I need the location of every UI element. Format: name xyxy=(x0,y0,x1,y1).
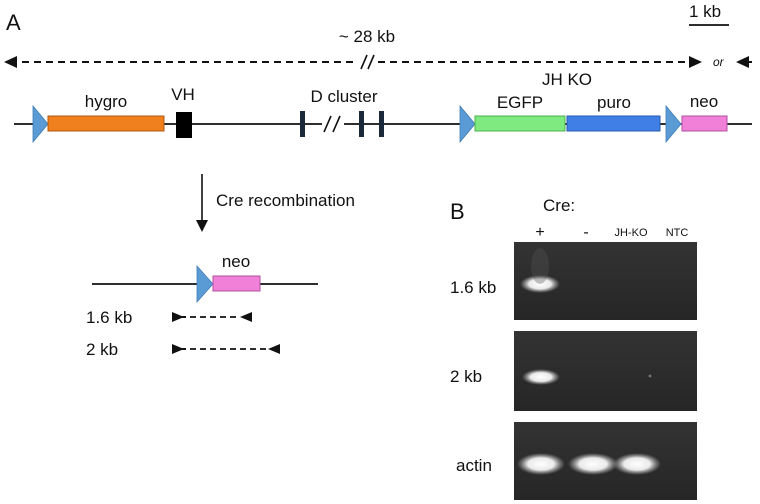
hygro-label: hygro xyxy=(85,92,128,111)
neo-product-label: neo xyxy=(222,252,250,271)
d-cluster-label: D cluster xyxy=(310,87,377,106)
neo-label: neo xyxy=(690,92,718,111)
hygro-cassette xyxy=(47,115,165,132)
lane-label-plus: + xyxy=(535,224,544,241)
lane-label-jhko: JH-KO xyxy=(615,227,648,239)
band-1-lane-1 xyxy=(520,275,560,293)
jh-ko-label: JH KO xyxy=(542,70,592,89)
band-3-lane-1 xyxy=(517,453,565,475)
alt-end-label: or xyxy=(713,55,725,69)
gel-row-3: actin xyxy=(456,422,697,500)
gel-row-label-1: 1.6 kb xyxy=(450,278,496,297)
loxp-site-1 xyxy=(32,104,49,144)
right-arrowhead xyxy=(689,56,702,68)
egfp-label: EGFP xyxy=(497,93,543,112)
band-3-lane-2 xyxy=(568,453,618,475)
band-3-lane-3 xyxy=(613,453,661,475)
cre-header: Cre: xyxy=(543,196,575,215)
neo-cassette xyxy=(681,115,728,132)
speck-2 xyxy=(648,374,652,378)
loxp-site-product xyxy=(196,264,214,304)
puro-label: puro xyxy=(597,93,631,112)
alt-arrowhead xyxy=(736,56,749,68)
scale-bar: 1 kb xyxy=(689,2,729,26)
recombination-step: Cre recombination xyxy=(196,174,355,232)
left-arrowhead xyxy=(4,56,17,68)
vh-label: VH xyxy=(171,85,195,104)
primer-reverse-icon-2 xyxy=(268,344,280,354)
pcr-product-label-1: 1.6 kb xyxy=(86,308,132,327)
gel-row-2: 2 kb xyxy=(450,331,697,411)
d-segment-1 xyxy=(300,111,305,137)
targeting-construct: hygro VH D cluster EGFP puro JH KO neo xyxy=(14,70,752,144)
panel-a-label: A xyxy=(6,10,21,35)
pcr-product-label-2: 2 kb xyxy=(86,340,118,359)
panel-b-label: B xyxy=(450,199,465,224)
d-segment-2 xyxy=(359,111,364,137)
span-label: ~ 28 kb xyxy=(339,27,395,46)
loxp-site-3 xyxy=(665,104,682,144)
d-segment-3 xyxy=(379,111,384,137)
down-arrow-icon xyxy=(196,220,208,232)
puro-cassette xyxy=(566,115,661,132)
vh-segment xyxy=(176,112,192,138)
recombined-allele: neo xyxy=(92,252,318,304)
neo-cassette-product xyxy=(212,275,261,292)
cre-step-label: Cre recombination xyxy=(216,191,355,210)
gel-row-1: 1.6 kb xyxy=(450,242,697,320)
gel-row-label-2: 2 kb xyxy=(450,367,482,386)
loxp-site-2 xyxy=(459,104,476,144)
band-2-lane-1 xyxy=(522,369,560,385)
span-line: ~ 28 kb or xyxy=(4,27,752,70)
pcr-products: 1.6 kb 2 kb xyxy=(86,308,280,359)
scale-bar-label: 1 kb xyxy=(689,2,721,21)
gel-row-label-3: actin xyxy=(456,456,492,475)
lane-label-ntc: NTC xyxy=(666,227,689,239)
primer-reverse-icon xyxy=(240,312,252,322)
band-1-lane-1-smear xyxy=(531,248,549,284)
lane-label-minus: - xyxy=(583,224,588,241)
egfp-cassette xyxy=(474,115,566,132)
